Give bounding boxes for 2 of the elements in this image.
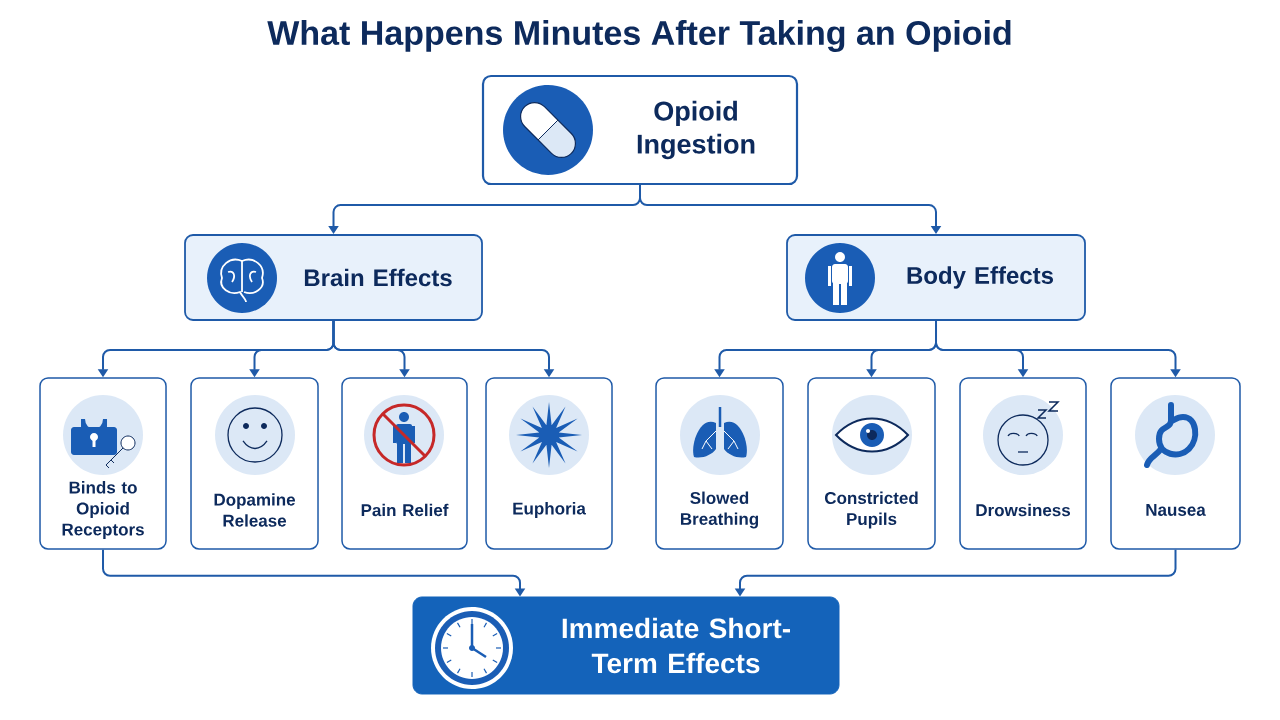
arrow xyxy=(639,184,942,234)
title: What Happens Minutes After Taking an Opioid xyxy=(267,20,1011,52)
